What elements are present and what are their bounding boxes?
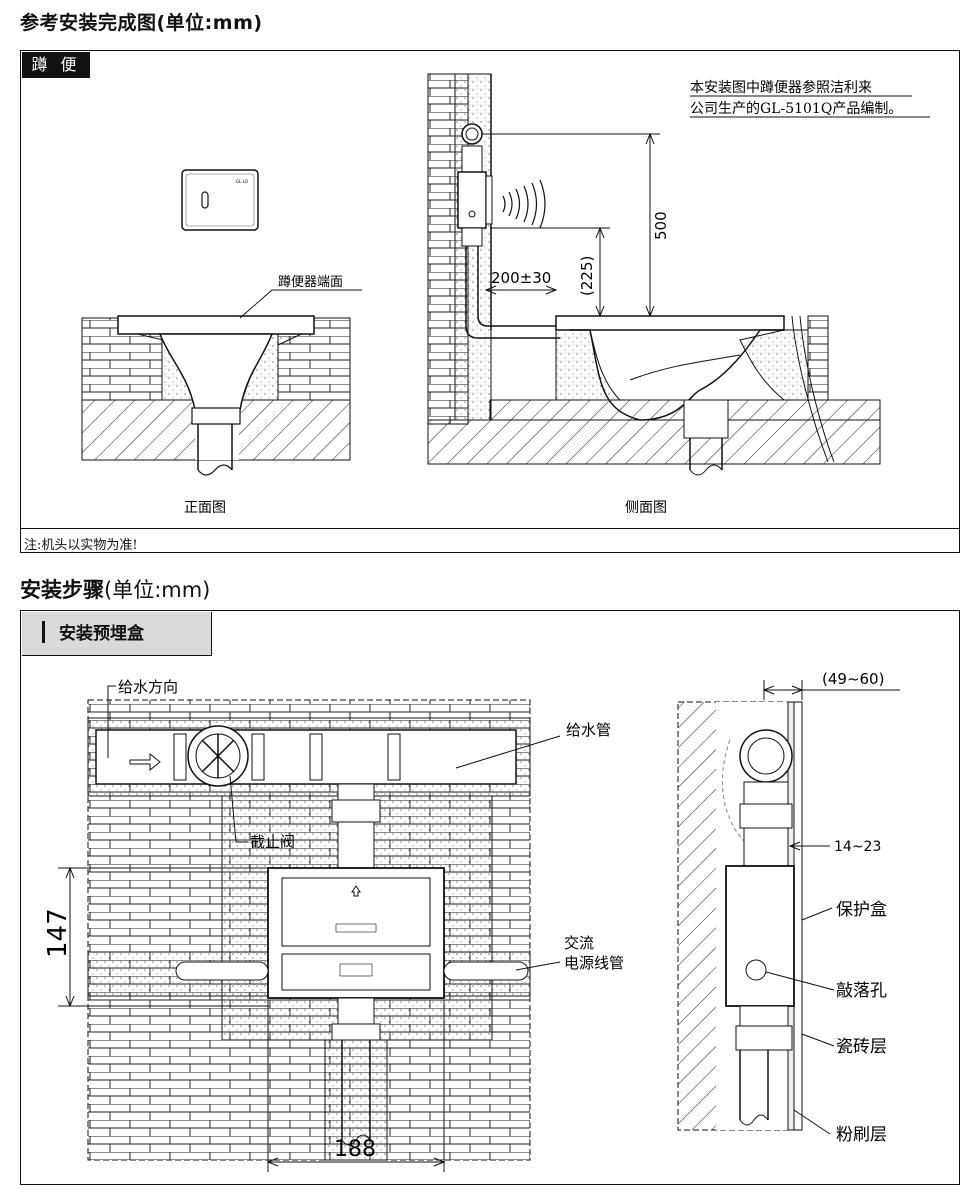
footnote: 注:机头以实物为准! <box>24 538 138 553</box>
completion-diagram-frame <box>20 50 960 553</box>
step-1-tag: 安装预埋盒 <box>22 612 212 656</box>
knockout-label: 敲落孔 <box>836 981 887 1001</box>
side-view-caption: 侧面图 <box>625 500 667 516</box>
sensor-brand: GL-LO <box>236 179 248 184</box>
footnote-divider <box>21 528 959 529</box>
sensor-wave-icon <box>502 179 546 229</box>
dim-14-23: 14~23 <box>834 839 881 855</box>
knockout-hole <box>745 959 767 981</box>
stop-valve-label: 截止阀 <box>250 833 295 851</box>
sensor-panel <box>181 169 259 231</box>
note-line-1: 本安装图中蹲便器参照洁利来 <box>690 79 872 96</box>
squat-toilet-tag: 蹲 便 <box>22 52 90 78</box>
embedded-side-view: (49~60) 14~23 保护盒 敲落孔 瓷砖层 粉刷层 <box>677 670 900 1145</box>
front-view: GL-LO 蹲便器端面 正面图 <box>81 169 362 516</box>
completion-diagram: GL-LO 蹲便器端面 正面图 <box>81 73 930 516</box>
dim-500: 500 <box>652 211 670 240</box>
water-pipe <box>95 729 517 785</box>
dim-147: 147 <box>43 908 73 958</box>
flush-pipe <box>465 246 560 339</box>
note-line-2: 公司生产的GL-5101Q产品编制。 <box>690 101 902 117</box>
side-view: 500 (225) 200±30 本安装图中蹲便器参照洁利来 公司生产的GL-5… <box>427 73 930 516</box>
dim-49-60: (49~60) <box>822 670 884 688</box>
page-title: 参考安装完成图(单位:mm) <box>20 12 263 34</box>
tile-layer-label: 瓷砖层 <box>836 1037 887 1057</box>
install-steps-frame <box>20 610 960 1185</box>
valve-circle <box>461 123 483 145</box>
front-view-caption: 正面图 <box>184 500 226 516</box>
embedded-box-front <box>267 867 445 999</box>
protect-box-side <box>725 865 795 1007</box>
ac-label-line-1: 交流 <box>564 934 594 952</box>
water-pipe-label: 给水管 <box>566 721 611 739</box>
floor-slab-side <box>427 419 881 465</box>
install-steps-title: 安装步骤(单位:mm) <box>20 578 211 602</box>
plaster-layer-label: 粉刷层 <box>836 1125 887 1145</box>
tile-layer <box>793 701 803 1131</box>
embedded-front-view: 147 188 给水方向 给水管 截止阀 交流 电源线管 <box>43 678 624 1172</box>
squat-pan-side <box>555 315 785 331</box>
water-direction-label: 给水方向 <box>118 678 178 696</box>
face-label: 蹲便器端面 <box>278 275 343 290</box>
flow-arrow-icon <box>129 752 161 772</box>
embedded-box-diagram: 147 188 给水方向 给水管 截止阀 交流 电源线管 <box>43 670 900 1172</box>
protect-box-label: 保护盒 <box>836 900 887 920</box>
dim-225: (225) <box>578 256 596 296</box>
sensor-window-icon <box>201 191 209 209</box>
squat-pan-rim <box>117 315 315 335</box>
dim-188: 188 <box>334 1137 376 1162</box>
dim-200: 200±30 <box>491 269 551 287</box>
down-arrow-icon <box>351 885 361 897</box>
ac-label-line-2: 电源线管 <box>564 954 624 972</box>
control-box-side <box>457 171 487 229</box>
